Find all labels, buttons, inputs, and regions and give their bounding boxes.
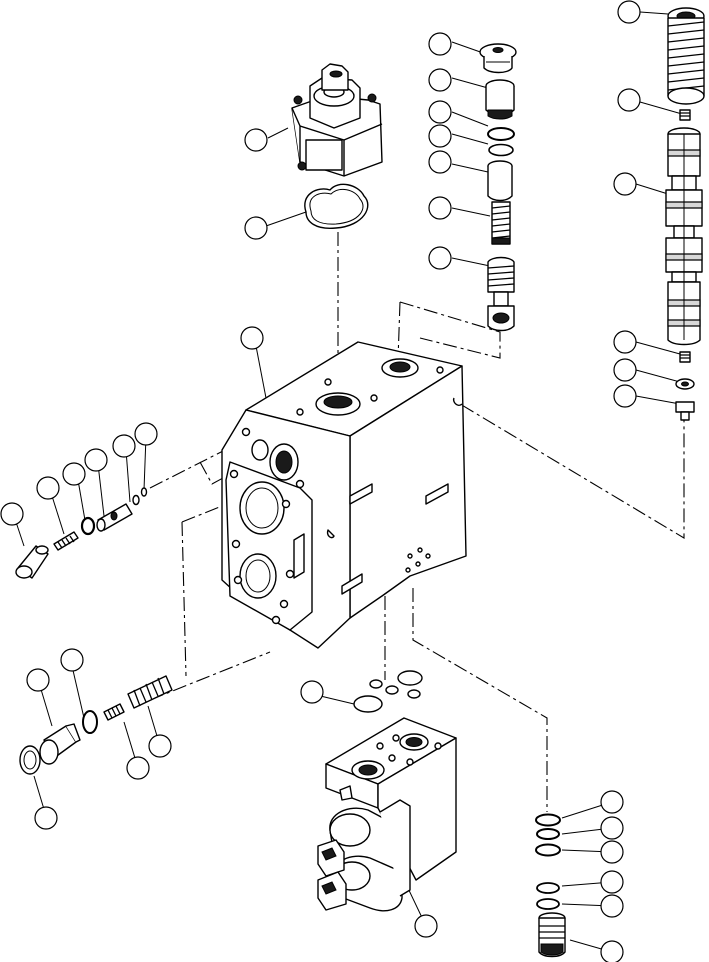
callout-bubble	[600, 790, 624, 814]
ring-left	[80, 516, 96, 536]
spring-large-lower	[127, 675, 173, 709]
solenoid-cartridge	[538, 912, 566, 958]
o-ring-left	[132, 494, 140, 506]
callout-bubble	[126, 756, 150, 780]
spring-small	[491, 201, 511, 245]
valve-body-section	[221, 341, 467, 649]
interface-o-rings	[353, 670, 423, 713]
callout-bubble	[428, 100, 452, 124]
callout-bubble	[148, 734, 172, 758]
callout-bubble	[36, 476, 60, 500]
callout-bubble	[134, 422, 158, 446]
o-ring-stack-1	[535, 813, 561, 827]
callout-bubble	[613, 358, 637, 382]
backup-ring-left	[140, 487, 148, 497]
callout-bubble	[600, 940, 624, 962]
cartridge-poppet	[487, 256, 515, 332]
callout-bubble	[617, 0, 641, 24]
o-ring-stack-3	[535, 843, 561, 857]
callout-bubble	[0, 502, 24, 526]
cover-o-ring	[304, 183, 369, 229]
spool-spring	[667, 7, 705, 105]
bolt	[675, 401, 695, 421]
check-poppet-left	[96, 503, 133, 532]
spring-left	[53, 531, 79, 551]
callout-bubbles	[0, 0, 641, 962]
plug-lower	[39, 723, 81, 765]
callout-bubble	[112, 434, 136, 458]
callout-bubble	[428, 246, 452, 270]
callout-bubble	[244, 216, 268, 240]
callout-bubble	[428, 68, 452, 92]
callout-bubble	[26, 668, 50, 692]
set-screw-top	[679, 109, 691, 121]
callout-bubble	[428, 32, 452, 56]
callout-bubble	[613, 330, 637, 354]
spring-small-lower	[103, 703, 125, 721]
o-ring-lower	[82, 710, 98, 734]
callout-bubble	[414, 914, 438, 938]
cap-lower	[19, 745, 41, 775]
set-screw-bottom	[679, 351, 691, 363]
o-ring-stack-4	[536, 882, 560, 894]
washer	[675, 378, 695, 390]
callout-bubble	[428, 124, 452, 148]
callout-bubble	[300, 680, 324, 704]
cap	[485, 79, 515, 120]
relief-valve-cover	[291, 63, 383, 177]
callout-bubble	[600, 894, 624, 918]
callout-bubble	[617, 88, 641, 112]
callout-bubble	[428, 150, 452, 174]
solenoid-valve-block	[317, 717, 457, 912]
callout-bubble	[613, 172, 637, 196]
callout-bubble	[60, 648, 84, 672]
o-ring-small-1	[487, 127, 515, 141]
o-ring-small-2	[488, 143, 514, 157]
sleeve	[487, 160, 513, 202]
callout-bubble	[84, 448, 108, 472]
plunger-left	[15, 545, 49, 579]
o-ring-stack-2	[536, 828, 560, 840]
control-spool	[665, 127, 703, 346]
callout-bubble	[240, 326, 264, 350]
callout-bubble	[34, 806, 58, 830]
o-ring-stack-5	[536, 898, 560, 910]
callout-bubble	[244, 128, 268, 152]
callout-bubble	[600, 816, 624, 840]
plug	[479, 43, 517, 74]
callout-bubble	[600, 870, 624, 894]
callout-bubble	[62, 462, 86, 486]
leader-lines	[15, 11, 683, 953]
callout-bubble	[428, 196, 452, 220]
callout-bubble	[600, 840, 624, 864]
callout-bubble	[613, 384, 637, 408]
